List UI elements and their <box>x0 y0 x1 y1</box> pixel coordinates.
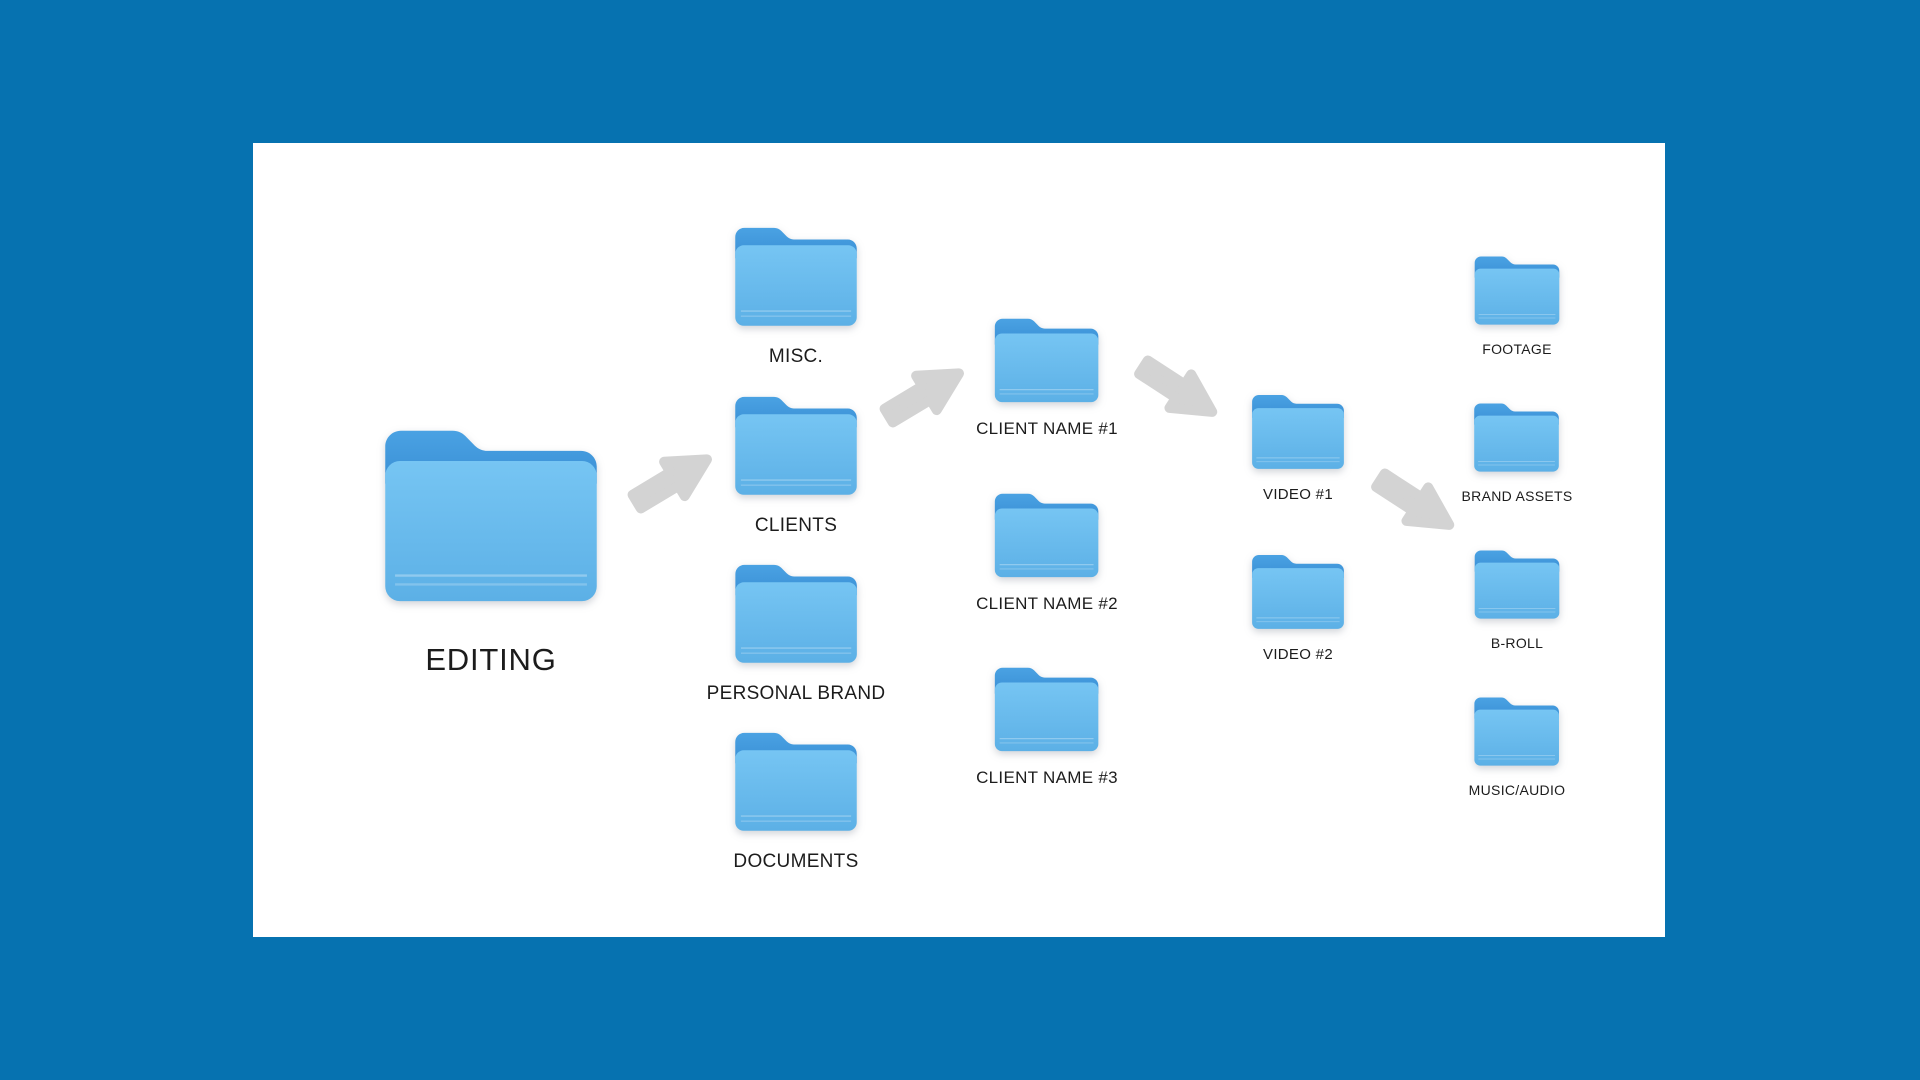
folder-icon <box>989 312 1104 408</box>
arrow-icon <box>614 431 727 532</box>
folder-label: DOCUMENTS <box>733 851 859 873</box>
node-personal-brand: PERSONAL BRAND <box>707 557 886 705</box>
folder-icon <box>728 557 863 669</box>
flow-arrow-client-name-1-to-video-1 <box>1120 338 1233 441</box>
folder-label: VIDEO #2 <box>1263 645 1333 663</box>
node-documents: DOCUMENTS <box>729 725 864 873</box>
node-clients: CLIENTS <box>729 389 864 537</box>
folder-icon <box>729 220 864 332</box>
folder-icon <box>1470 545 1564 623</box>
arrow-icon <box>1357 451 1470 554</box>
folder-icon <box>1247 389 1349 474</box>
folder-icon <box>374 417 609 613</box>
folder-label: MISC. <box>768 346 824 368</box>
node-client-name-2: CLIENT NAME #2 <box>976 487 1118 614</box>
node-video-2: VIDEO #2 <box>1247 549 1349 663</box>
arrow-icon <box>1120 338 1233 441</box>
folder-label: MUSIC/AUDIO <box>1468 782 1566 799</box>
node-client-name-1: CLIENT NAME #1 <box>976 312 1118 439</box>
node-music-audio: MUSIC/AUDIO <box>1469 692 1566 798</box>
folder-label: BRAND ASSETS <box>1461 488 1573 505</box>
node-b-roll: B-ROLL <box>1470 545 1564 651</box>
diagram-canvas: EDITING MISC. CLIENTS PERSONAL BRAND DOC… <box>253 143 1665 937</box>
node-misc: MISC. <box>729 220 864 368</box>
folder-label: CLIENT NAME #3 <box>976 767 1118 787</box>
arrow-icon <box>866 345 979 446</box>
folder-label: CLIENTS <box>754 515 838 537</box>
folder-label: CLIENT NAME #2 <box>976 593 1118 613</box>
folder-icon <box>729 725 864 837</box>
folder-label: FOOTAGE <box>1482 341 1552 358</box>
folder-label: PERSONAL BRAND <box>706 683 886 705</box>
node-editing: EDITING <box>374 417 609 678</box>
flow-arrow-clients-to-client-name-1 <box>866 345 979 446</box>
folder-icon <box>989 487 1104 583</box>
folder-icon <box>729 389 864 501</box>
folder-icon <box>1470 692 1564 770</box>
folder-icon <box>1247 549 1349 634</box>
folder-icon <box>989 661 1104 757</box>
folder-label: B-ROLL <box>1490 635 1544 652</box>
folder-label: CLIENT NAME #1 <box>976 418 1118 438</box>
folder-icon <box>1470 251 1564 329</box>
folder-icon <box>1470 398 1564 476</box>
node-footage: FOOTAGE <box>1470 251 1564 357</box>
folder-label: VIDEO #1 <box>1263 485 1333 503</box>
flow-arrow-editing-to-clients <box>614 431 727 532</box>
node-brand-assets: BRAND ASSETS <box>1462 398 1573 504</box>
flow-arrow-video-1-to-subfolders <box>1357 451 1470 554</box>
folder-label: EDITING <box>425 641 557 677</box>
node-client-name-3: CLIENT NAME #3 <box>976 661 1118 788</box>
node-video-1: VIDEO #1 <box>1247 389 1349 503</box>
